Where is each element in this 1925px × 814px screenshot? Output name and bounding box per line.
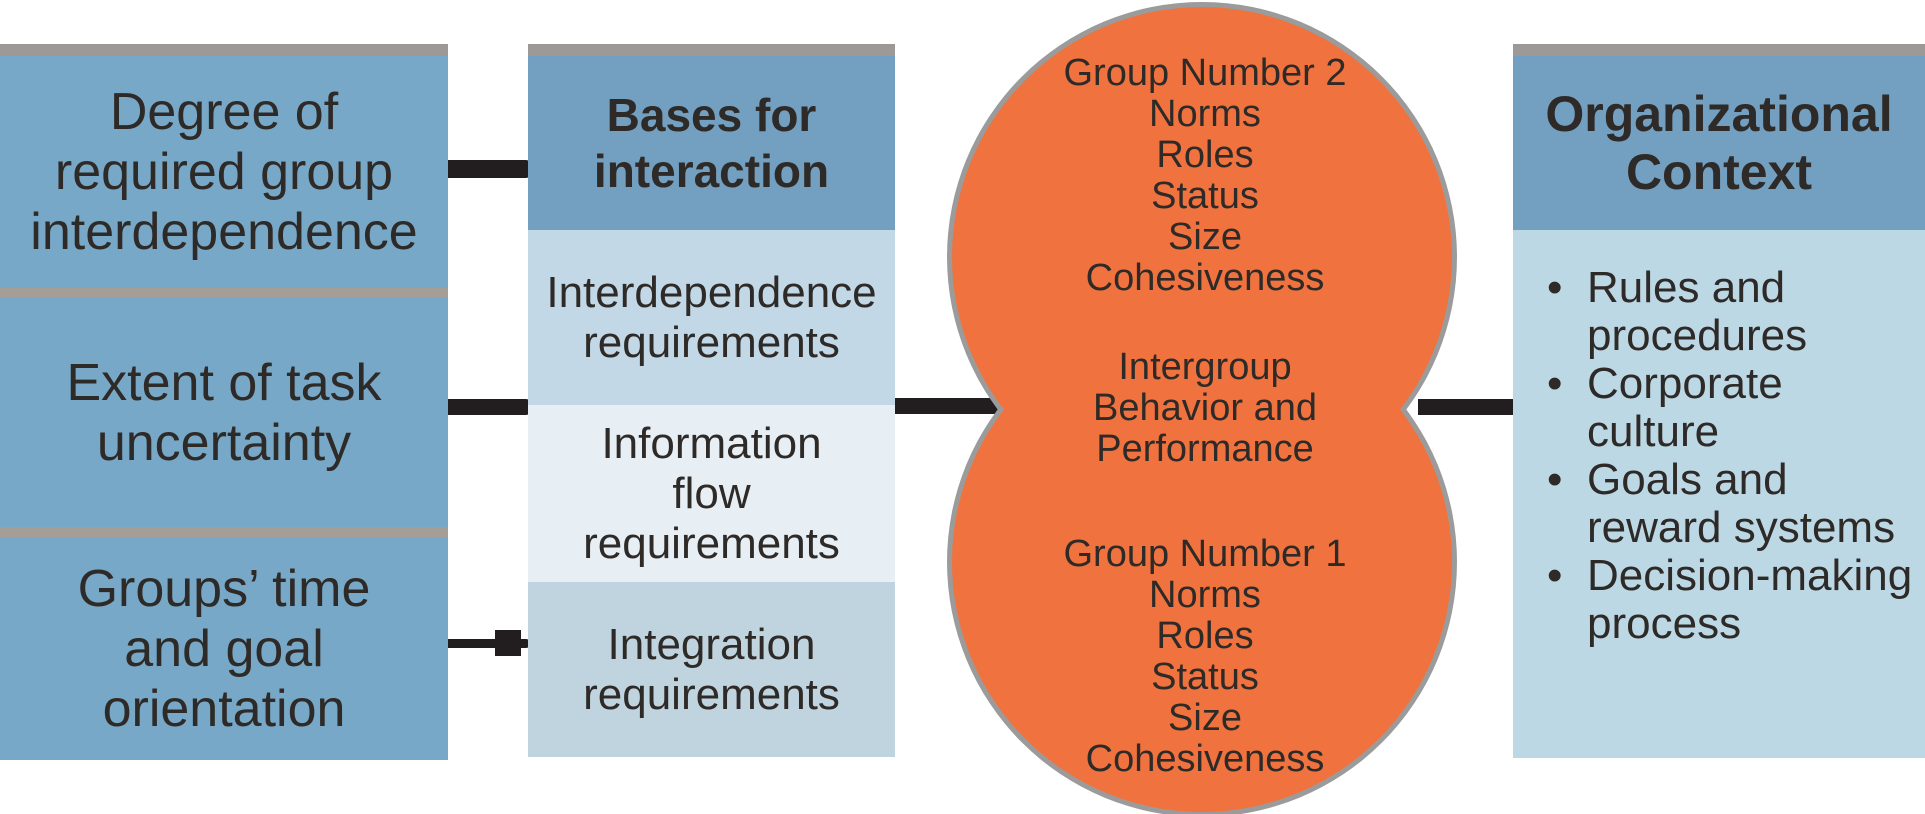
bases-line: requirements: [583, 518, 840, 568]
group-attribute: Size: [1168, 216, 1242, 258]
group-2-title: Group Number 2: [1063, 52, 1347, 94]
connector-uncertainty-to-bases: [444, 399, 530, 415]
connector-orientation-to-bases: [444, 639, 530, 648]
connector-groups-to-context: [1418, 399, 1514, 415]
bases-line: Interdependence: [546, 267, 877, 317]
bullet-line: Corporate: [1587, 359, 1783, 408]
bases-interdependence-requirements: Interdependence requirements: [528, 230, 895, 405]
bullet-icon: •: [1547, 455, 1563, 504]
org-bullet-corporate-culture: • Corporate culture: [1547, 360, 1917, 456]
antecedent-line: and goal: [124, 619, 324, 678]
antecedent-line: Extent of task: [66, 353, 382, 412]
connector-orientation-node: [495, 630, 521, 656]
bases-integration-requirements: Integration requirements: [528, 582, 895, 757]
header-line: Organizational: [1545, 86, 1893, 142]
bases-for-interaction-panel: Bases for interaction Interdependence re…: [528, 44, 895, 757]
bullet-line: culture: [1587, 407, 1720, 456]
group-attribute: Size: [1168, 697, 1242, 739]
org-bullet-rules-and-procedures: • Rules and procedures: [1547, 264, 1917, 360]
bullet-line: procedures: [1587, 311, 1808, 360]
section-divider: [0, 527, 448, 537]
antecedent-line: required group: [54, 143, 394, 201]
antecedent-degree-of-interdependence: Degree of required group interdependence: [0, 56, 448, 288]
group-attribute: Norms: [1149, 93, 1261, 135]
org-panel-header: Organizational Context: [1513, 56, 1925, 230]
header-line: Bases for: [606, 89, 817, 141]
bases-line: Information: [601, 418, 822, 468]
connector-bases-to-groups: [889, 398, 1003, 414]
group-1-title: Group Number 1: [1063, 533, 1347, 575]
bullet-icon: •: [1547, 551, 1563, 600]
bases-panel-header: Bases for interaction: [528, 56, 895, 230]
antecedent-line: interdependence: [30, 203, 418, 261]
bases-line: requirements: [583, 669, 840, 719]
bases-line: Integration: [607, 619, 816, 669]
bullet-line: Decision-making: [1587, 551, 1913, 600]
group-attribute: Cohesiveness: [1085, 257, 1325, 299]
group-1-circle: [952, 312, 1452, 812]
intergroup-label-line: Behavior and: [1093, 387, 1317, 429]
group-attribute: Roles: [1156, 134, 1254, 176]
bullet-icon: •: [1547, 359, 1563, 408]
group-attribute: Status: [1151, 175, 1259, 217]
antecedent-task-uncertainty: Extent of task uncertainty: [0, 298, 448, 527]
antecedent-line: uncertainty: [96, 413, 352, 472]
group-attribute: Norms: [1149, 574, 1261, 616]
bullet-line: Rules and: [1587, 263, 1786, 312]
connector-degree-to-bases: [444, 160, 530, 178]
antecedent-line: Groups’ time: [77, 559, 371, 618]
antecedent-time-goal-orientation: Groups’ time and goal orientation: [0, 537, 448, 760]
bullet-line: reward systems: [1587, 503, 1896, 552]
section-divider: [0, 288, 448, 298]
bases-line: flow: [672, 468, 751, 518]
antecedent-line: orientation: [102, 679, 346, 738]
group-attribute: Roles: [1156, 615, 1254, 657]
org-bullet-decision-making-process: • Decision-making process: [1547, 552, 1917, 648]
bases-information-flow-requirements: Information flow requirements: [528, 405, 895, 582]
bullet-line: Goals and: [1587, 455, 1788, 504]
org-panel-body: • Rules and procedures • Corporate cultu…: [1513, 230, 1925, 758]
header-line: Context: [1625, 144, 1813, 200]
intergroup-label-line: Performance: [1096, 428, 1314, 470]
bases-line: requirements: [583, 317, 840, 367]
intergroup-label-line: Intergroup: [1118, 346, 1292, 388]
bullet-icon: •: [1547, 263, 1563, 312]
organizational-context-panel: Organizational Context • Rules and proce…: [1513, 44, 1925, 758]
antecedent-line: Degree of: [109, 83, 339, 141]
group-2-label-block: Group Number 2 Norms Roles Status Size C…: [1000, 53, 1410, 299]
group-attribute: Status: [1151, 656, 1259, 698]
group-1-label-block: Group Number 1 Norms Roles Status Size C…: [1000, 534, 1410, 780]
bullet-line: process: [1587, 599, 1742, 648]
group-attribute: Cohesiveness: [1085, 738, 1325, 780]
antecedents-panel: Degree of required group interdependence…: [0, 44, 448, 760]
intergroup-behavior-label-block: Intergroup Behavior and Performance: [1000, 347, 1410, 470]
header-line: interaction: [593, 145, 830, 197]
org-bullet-goals-and-reward-systems: • Goals and reward systems: [1547, 456, 1917, 552]
